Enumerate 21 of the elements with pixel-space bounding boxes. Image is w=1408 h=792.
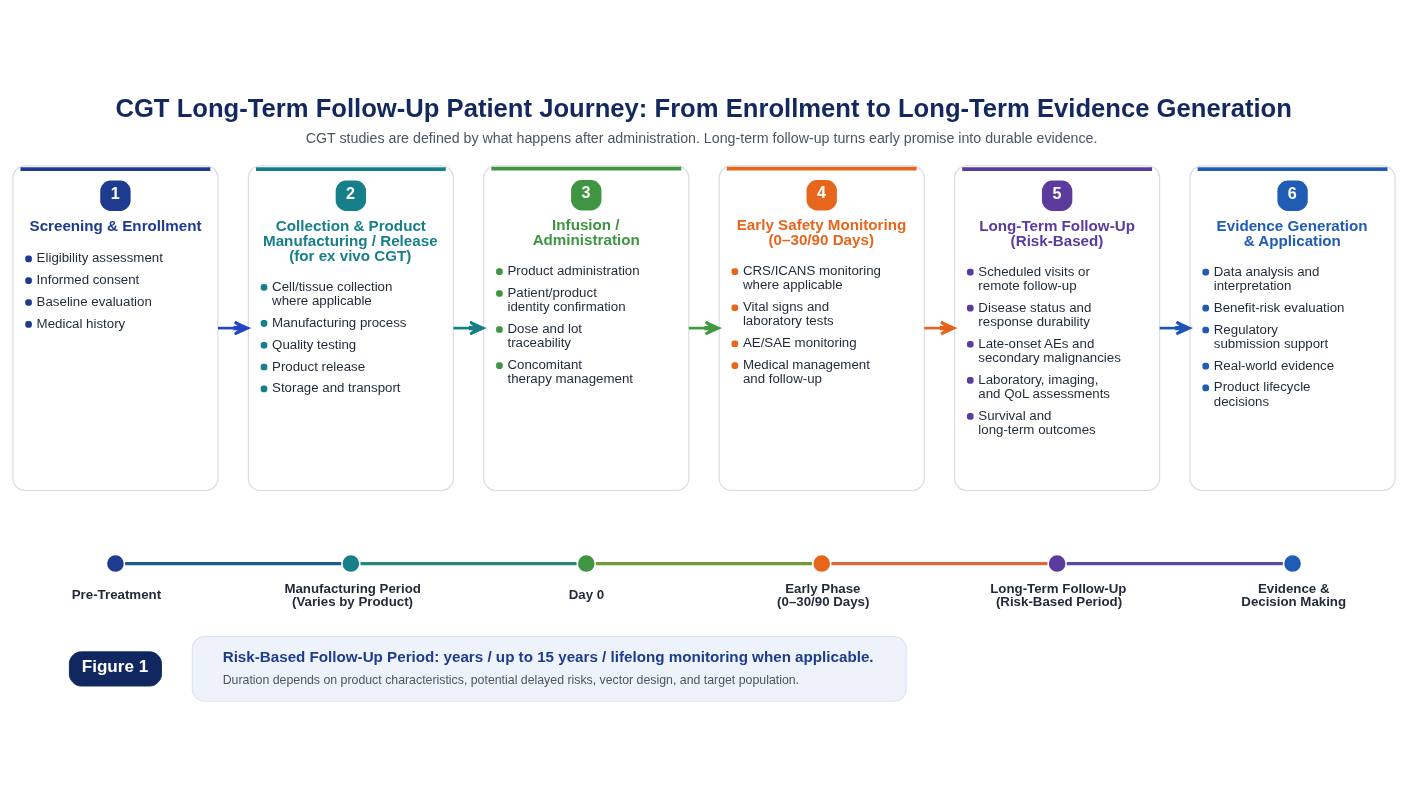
node-circle <box>811 552 833 575</box>
node-label: Day 0 <box>568 587 605 603</box>
node-circle <box>340 552 362 575</box>
caption: CGT studies are defined by what happens after administration. Long-term follow-up turns early promise into durable evidence. <box>305 130 1098 147</box>
node-box: Risk-Based Follow-Up Period: years / up to 15 years / lifelong monitoring when applicable. Duration depends on product characteristics, potential delayed risks, vector design, and target population. <box>191 636 907 702</box>
connector <box>831 561 1048 566</box>
diagram-title: CGT Long-Term Follow-Up Patient Journey: From Enrollment to Long-Term Evidence Generation <box>115 94 1292 123</box>
node-circle <box>1046 552 1068 575</box>
connector <box>595 561 812 566</box>
node-circle <box>1281 552 1304 575</box>
node-label: Pre-Treatment <box>71 587 162 603</box>
node-label: Evidence & Decision Making <box>1241 581 1347 610</box>
connector <box>125 561 342 566</box>
connector <box>1066 561 1283 566</box>
node-circle <box>104 552 127 575</box>
node-circle <box>575 552 597 575</box>
node-label: Long-Term Follow-Up (Risk-Based Period) <box>990 581 1127 610</box>
node-label: Early Phase (0–30/90 Days) <box>777 581 870 610</box>
node-box: Figure 1 <box>68 651 162 687</box>
node-label: Manufacturing Period (Varies by Product) <box>284 581 421 610</box>
connector <box>360 561 577 566</box>
